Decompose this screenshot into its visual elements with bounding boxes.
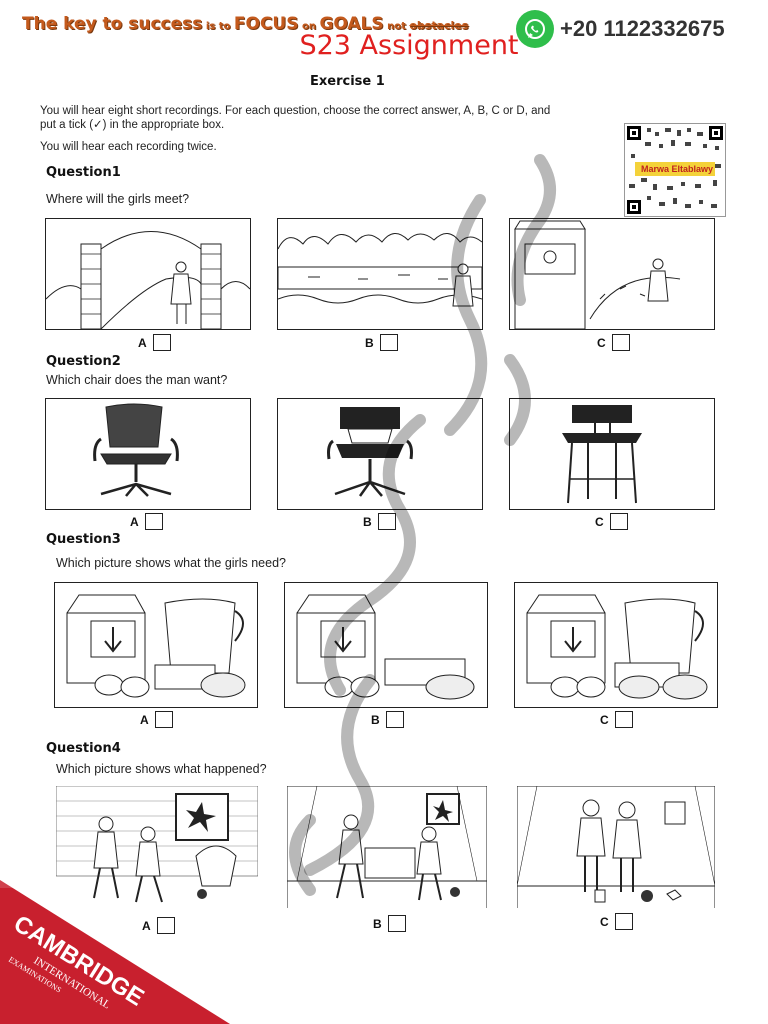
answer-checkbox[interactable] xyxy=(385,711,404,728)
instructions: You will hear eight short recordings. Fo… xyxy=(40,105,551,153)
q3-option-b[interactable]: B xyxy=(371,711,404,728)
page-title: S23 Assignment xyxy=(299,30,519,61)
answer-checkbox[interactable] xyxy=(377,513,396,530)
q1-picture-c xyxy=(509,218,715,330)
answer-checkbox[interactable] xyxy=(614,913,633,930)
answer-checkbox[interactable] xyxy=(144,513,163,530)
answer-checkbox[interactable] xyxy=(387,915,406,932)
question-text: Which picture shows what the girls need? xyxy=(56,556,286,570)
question-label: Question4 xyxy=(46,741,121,756)
answer-checkbox[interactable] xyxy=(614,711,633,728)
answer-checkbox[interactable] xyxy=(379,334,398,351)
question-text: Which chair does the man want? xyxy=(46,373,228,387)
question-label: Question2 xyxy=(46,354,121,369)
answer-checkbox[interactable] xyxy=(609,513,628,530)
q2-option-c[interactable]: C xyxy=(595,513,628,530)
q2-option-b[interactable]: B xyxy=(363,513,396,530)
q1-picture-a xyxy=(45,218,251,330)
answer-checkbox[interactable] xyxy=(154,711,173,728)
question-text: Where will the girls meet? xyxy=(46,192,190,206)
answer-checkbox[interactable] xyxy=(152,334,171,351)
q4-picture-c xyxy=(517,786,715,908)
motto: The key to success is to FOCUS on GOALS … xyxy=(22,14,469,34)
q3-picture-b xyxy=(284,582,488,708)
q1-option-b[interactable]: B xyxy=(365,334,398,351)
q1-picture-b xyxy=(277,218,483,330)
q4-option-b[interactable]: B xyxy=(373,915,406,932)
cambridge-logo: CAMBRIDGE INTERNATIONAL EXAMINATIONS xyxy=(0,880,230,1024)
q3-option-c[interactable]: C xyxy=(600,711,633,728)
question-label: Question3 xyxy=(46,532,121,547)
exercise-label: Exercise 1 xyxy=(310,74,385,89)
contact-phone: +20 1122332675 xyxy=(516,10,725,48)
answer-checkbox[interactable] xyxy=(611,334,630,351)
q3-picture-a xyxy=(54,582,258,708)
q1-option-a[interactable]: A xyxy=(138,334,171,351)
q2-option-a[interactable]: A xyxy=(130,513,163,530)
question-label: Question1 xyxy=(46,165,121,180)
q2-picture-c xyxy=(509,398,715,510)
q2-picture-b xyxy=(277,398,483,510)
question-text: Which picture shows what happened? xyxy=(56,762,267,776)
q4-picture-a xyxy=(56,786,258,908)
q1-option-c[interactable]: C xyxy=(597,334,630,351)
phone-number: +20 1122332675 xyxy=(560,16,725,41)
qr-label: Marwa Eltablawy xyxy=(641,164,713,174)
q2-picture-a xyxy=(45,398,251,510)
qr-code-icon: Marwa Eltablawy xyxy=(624,123,726,217)
whatsapp-icon xyxy=(516,10,554,48)
q3-picture-c xyxy=(514,582,718,708)
answer-checkbox[interactable] xyxy=(156,917,175,934)
q4-picture-b xyxy=(287,786,487,908)
q4-option-a[interactable]: A xyxy=(142,917,175,934)
q3-option-a[interactable]: A xyxy=(140,711,173,728)
q4-option-c[interactable]: C xyxy=(600,913,633,930)
